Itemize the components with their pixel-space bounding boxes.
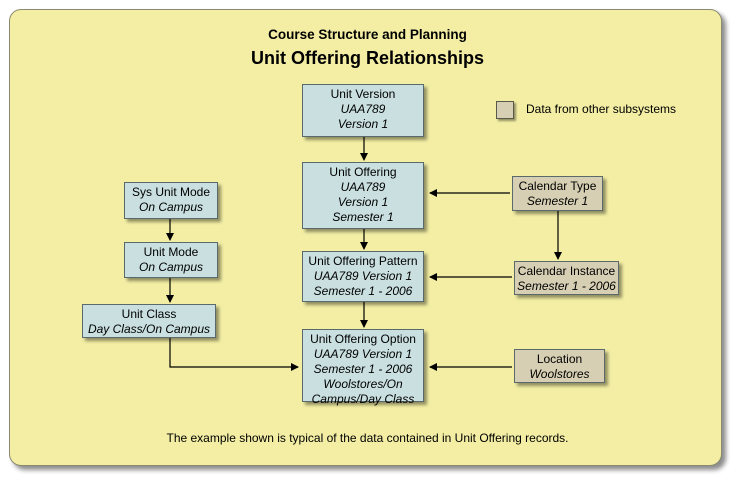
- node-unit-offering-option: Unit Offering Option UAA789 Version 1 Se…: [302, 329, 424, 406]
- node-value: Woolstores/On: [323, 377, 403, 391]
- node-title: Calendar Instance: [517, 264, 616, 278]
- node-value: Day Class/On Campus: [87, 322, 211, 336]
- node-value: On Campus: [138, 200, 204, 214]
- node-value: Version 1: [337, 195, 389, 209]
- node-value: Woolstores: [529, 367, 590, 381]
- node-title: Sys Unit Mode: [131, 185, 211, 199]
- node-value: Semester 1: [526, 194, 589, 208]
- node-title: Calendar Type: [518, 179, 597, 193]
- node-value: Semester 1 - 2006: [517, 279, 616, 293]
- node-value: Campus/Day Class: [311, 392, 415, 406]
- node-value: UAA789: [340, 102, 386, 116]
- node-title: Unit Version: [330, 87, 396, 101]
- node-title: Unit Mode: [143, 245, 199, 259]
- diagram-heading: Course Structure and Planning: [268, 27, 467, 42]
- node-value: UAA789: [340, 180, 386, 194]
- node-unit-class: Unit Class Day Class/On Campus: [82, 304, 216, 338]
- node-value: Semester 1 - 2006: [313, 284, 413, 298]
- legend-swatch: [496, 101, 514, 119]
- node-location: Location Woolstores: [514, 349, 605, 383]
- node-value: On Campus: [138, 260, 204, 274]
- connector-class-to-option: [169, 338, 299, 371]
- node-calendar-type: Calendar Type Semester 1: [512, 176, 603, 211]
- footer-note: The example shown is typical of the data…: [166, 431, 569, 445]
- node-value: Version 1: [337, 117, 389, 131]
- diagram-title: Unit Offering Relationships: [250, 48, 484, 68]
- node-value: UAA789 Version 1: [313, 269, 413, 283]
- node-value: Semester 1: [332, 210, 394, 224]
- node-title: Unit Class: [121, 307, 177, 321]
- node-title: Location: [536, 352, 583, 366]
- node-title: Unit Offering: [329, 165, 397, 179]
- node-value: Semester 1 - 2006: [313, 362, 413, 376]
- node-calendar-instance: Calendar Instance Semester 1 - 2006: [514, 261, 619, 295]
- node-unit-offering-pattern: Unit Offering Pattern UAA789 Version 1 S…: [302, 251, 424, 302]
- node-sys-unit-mode: Sys Unit Mode On Campus: [124, 182, 218, 219]
- node-title: Unit Offering Option: [310, 332, 416, 346]
- node-unit-offering: Unit Offering UAA789 Version 1 Semester …: [302, 162, 424, 229]
- node-unit-mode: Unit Mode On Campus: [124, 242, 218, 278]
- node-unit-version: Unit Version UAA789 Version 1: [302, 84, 424, 137]
- node-value: UAA789 Version 1: [313, 347, 413, 361]
- node-title: Unit Offering Pattern: [308, 254, 418, 268]
- legend-label: Data from other subsystems: [526, 102, 677, 116]
